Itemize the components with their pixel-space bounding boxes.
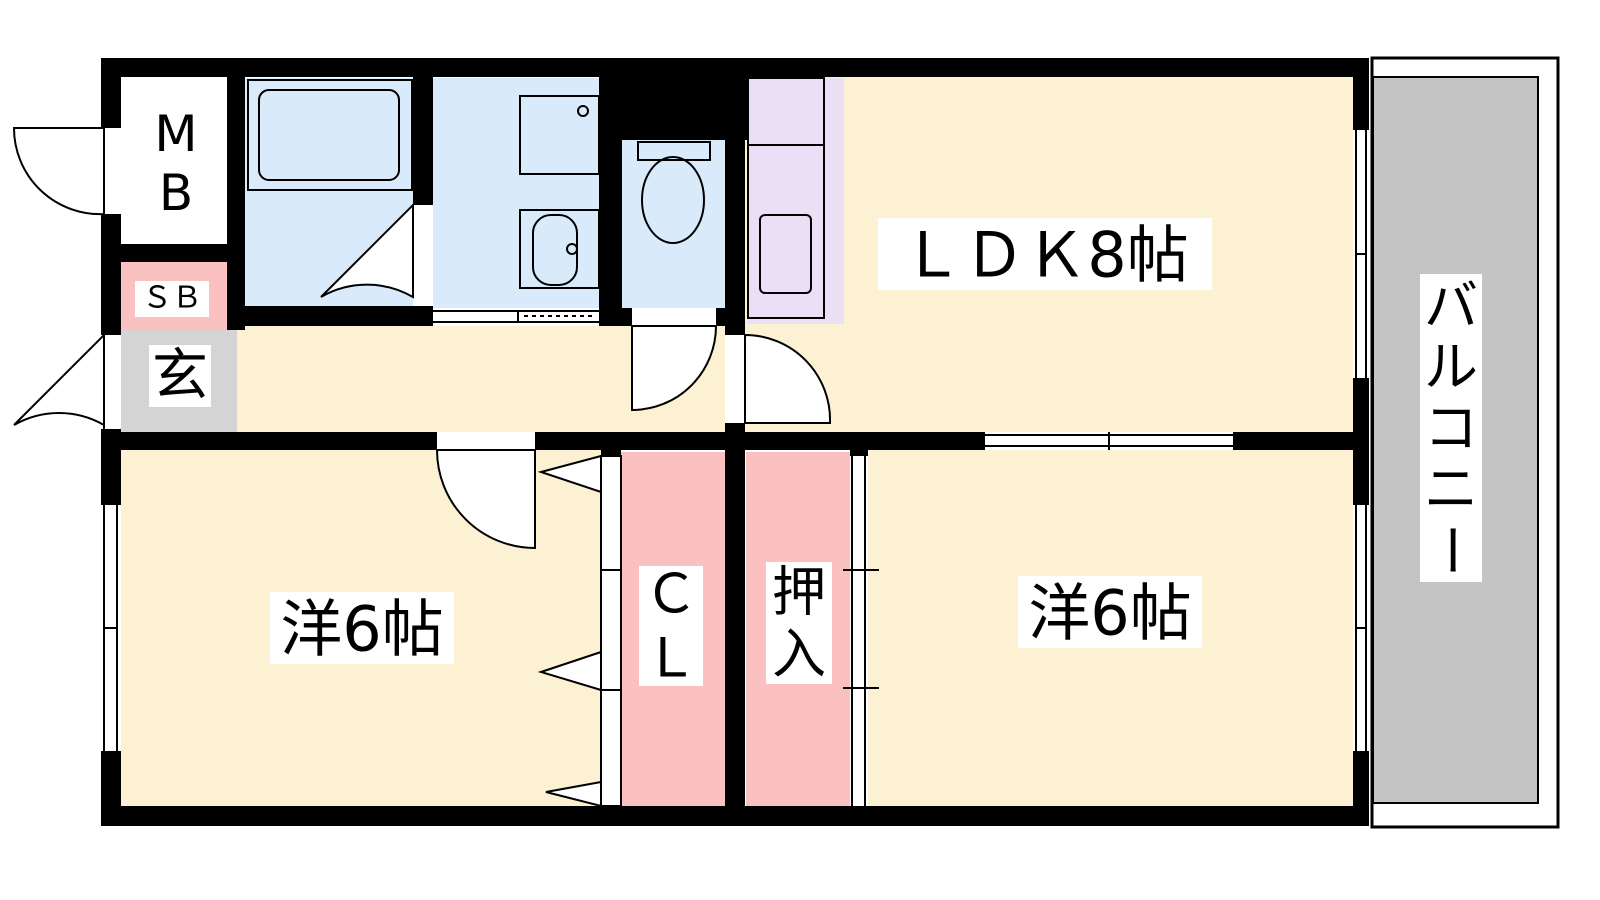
washroom-fixtures <box>519 95 600 289</box>
bathtub <box>247 79 413 191</box>
kitchen-counter <box>748 78 844 324</box>
mb-label-m: M <box>154 105 197 163</box>
oshiire-label-1: 押 <box>772 561 826 624</box>
sliding-door-washroom <box>433 310 599 323</box>
mb-label-b: B <box>159 164 193 222</box>
mb-floor <box>121 78 227 244</box>
exterior-openings <box>101 128 1369 751</box>
kitchen-fixtures <box>747 77 825 319</box>
doors <box>12 127 832 550</box>
balcony-label: バ ル コ ニ ー <box>1420 275 1483 578</box>
balcony-char-5: ー <box>1420 523 1483 577</box>
closet-label-l: Ｌ <box>644 627 698 690</box>
closet-doors <box>537 454 622 808</box>
label-backgrounds <box>135 218 1482 686</box>
closet-label-c: Ｃ <box>644 563 698 626</box>
balcony-char-4: ニ <box>1424 458 1478 521</box>
sliding-door-ldk <box>985 432 1233 450</box>
balcony-char-3: コ <box>1424 397 1478 460</box>
toilet-bowl <box>637 141 711 244</box>
entrance-label: 玄 <box>152 344 208 409</box>
oshiire-doors <box>843 452 879 806</box>
east-room-label: 洋6帖 <box>1028 577 1191 650</box>
washroom-floor <box>433 78 613 313</box>
toilet-floor <box>622 140 725 308</box>
balcony-char-2: ル <box>1424 336 1478 399</box>
ldk-label: ＬＤＫ8帖 <box>901 219 1188 292</box>
oshiire-label-2: 入 <box>772 623 826 686</box>
west-room-label: 洋6帖 <box>280 593 443 666</box>
balcony-char-1: バ <box>1424 275 1478 338</box>
sb-label: ＳＢ <box>142 281 202 316</box>
